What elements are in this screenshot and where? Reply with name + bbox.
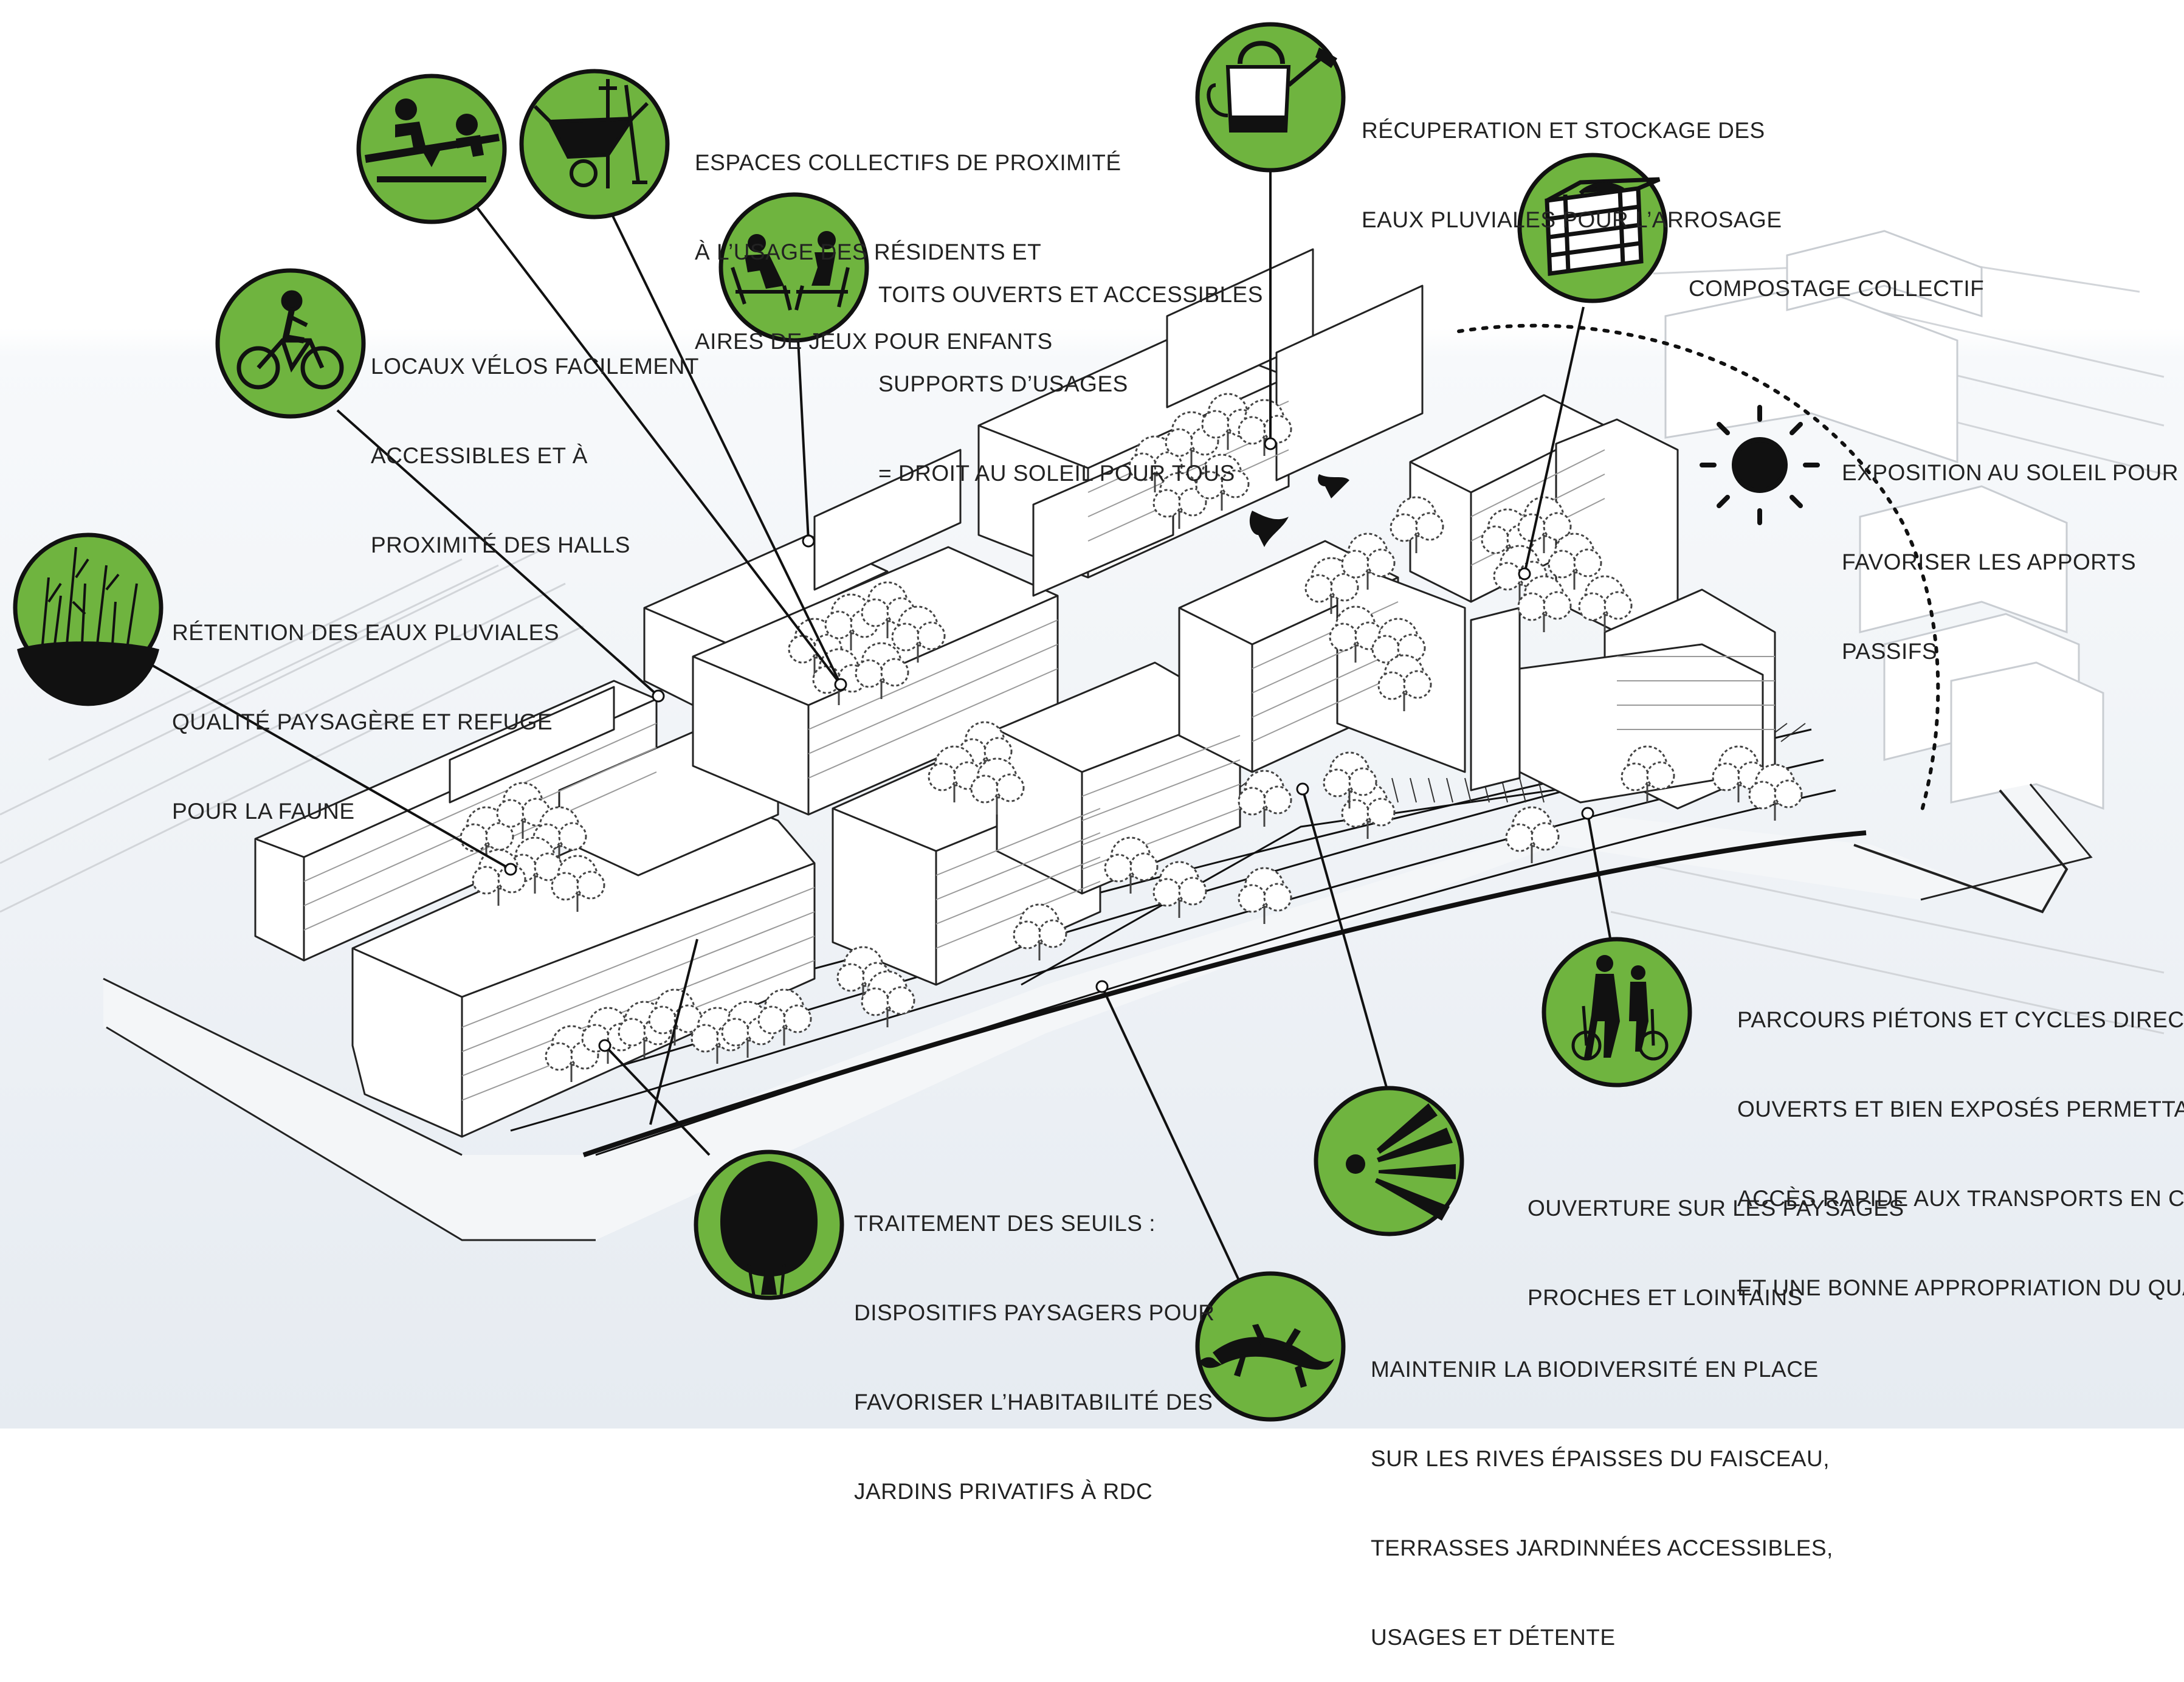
- label-line: SUPPORTS D’USAGES: [878, 371, 1128, 396]
- label-line: MAINTENIR LA BIODIVERSITÉ EN PLACE: [1371, 1357, 1819, 1382]
- buildings: [254, 248, 1776, 1138]
- label-line: AIRES DE JEUX POUR ENFANTS: [695, 329, 1053, 354]
- label-line: = DROIT AU SOLEIL POUR TOUS: [878, 461, 1235, 486]
- label-line: JARDINS PRIVATIFS À RDC: [854, 1479, 1153, 1504]
- label-line: USAGES ET DÉTENTE: [1371, 1625, 1616, 1650]
- label-line: DISPOSITIFS PAYSAGERS POUR: [854, 1300, 1215, 1325]
- tree-icon: [720, 1161, 818, 1295]
- label-line: FAVORISER LES APPORTS: [1842, 550, 2137, 574]
- lizard-icon: [1201, 1324, 1334, 1388]
- wheelbarrow-garden-tools-icon: [533, 79, 649, 188]
- label-line: RÉCUPERATION ET STOCKAGE DES: [1362, 118, 1765, 143]
- label-exposition-soleil: EXPOSITION AU SOLEIL POUR FAVORISER LES …: [1842, 398, 2179, 696]
- view-rays-icon: [1346, 1103, 1456, 1221]
- label-line: À L’USAGE DES RÉSIDENTS ET: [695, 240, 1042, 264]
- label-line: PROXIMITÉ DES HALLS: [371, 533, 630, 557]
- label-line: FAVORISER L’HABITABILITÉ DES: [854, 1390, 1213, 1415]
- label-retention-eaux: RÉTENTION DES EAUX PLUVIALES QUALITÉ PAY…: [172, 558, 559, 856]
- leader-endpoints: [504, 437, 1594, 1052]
- label-espaces-collectifs: ESPACES COLLECTIFS DE PROXIMITÉ À L’USAG…: [695, 88, 1121, 386]
- leader-lines: [136, 170, 1613, 1283]
- label-line: RÉTENTION DES EAUX PLUVIALES: [172, 620, 560, 645]
- label-recuperation-eaux: RÉCUPERATION ET STOCKAGE DES EAUX PLUVIA…: [1362, 56, 1782, 264]
- rooftop-lounge-chairs-icon: [731, 231, 850, 311]
- label-line: EAUX PLUVIALES POUR L’ARROSAGE: [1362, 207, 1782, 232]
- background-buildings: [1664, 230, 2104, 810]
- ground-plate: [103, 784, 2093, 1241]
- label-traitement-seuils: TRAITEMENT DES SEUILS : DISPOSITIFS PAYS…: [854, 1149, 1214, 1536]
- seesaw-children-icon: [365, 98, 500, 182]
- label-line: PASSIFS: [1842, 639, 1938, 664]
- compost-bin-icon: [1545, 177, 1661, 276]
- label-parcours-pietons: PARCOURS PIÉTONS ET CYCLES DIRECTS, OUVE…: [1737, 945, 2184, 1332]
- pedestrians-bicycles-icon: [1571, 955, 1669, 1061]
- label-line: ACCESSIBLES ET À: [371, 443, 588, 468]
- label-line: PARCOURS PIÉTONS ET CYCLES DIRECTS,: [1737, 1007, 2184, 1032]
- label-line: ET UNE BONNE APPROPRIATION DU QUARTIER: [1737, 1275, 2184, 1300]
- label-line: ESPACES COLLECTIFS DE PROXIMITÉ: [695, 150, 1121, 175]
- label-line: PROCHES ET LOINTAINS: [1528, 1285, 1803, 1310]
- label-line: TRAITEMENT DES SEUILS :: [854, 1211, 1156, 1236]
- birds-icon: [1249, 474, 1349, 547]
- urban-design-diagram: [0, 0, 2184, 1429]
- label-line: OUVERTURE SUR LES PAYSAGES: [1528, 1196, 1904, 1221]
- label-ouverture-paysages: OUVERTURE SUR LES PAYSAGES PROCHES ET LO…: [1528, 1134, 1904, 1342]
- label-compostage: COMPOSTAGE COLLECTIF: [1689, 214, 1984, 333]
- label-line: POUR LA FAUNE: [172, 799, 355, 824]
- label-toits-ouverts: TOITS OUVERTS ET ACCESSIBLES SUPPORTS D’…: [878, 220, 1263, 518]
- sun-icon: [1700, 405, 1820, 525]
- label-line: TOITS OUVERTS ET ACCESSIBLES: [878, 282, 1263, 307]
- label-locaux-velos: LOCAUX VÉLOS FACILEMENT ACCESSIBLES ET À…: [371, 292, 699, 590]
- wetland-grass-icon: [17, 546, 159, 706]
- label-line: TERRASSES JARDINNÉES ACCESSIBLES,: [1371, 1536, 1833, 1560]
- label-biodiversite: MAINTENIR LA BIODIVERSITÉ EN PLACE SUR L…: [1371, 1295, 1833, 1682]
- label-line: OUVERTS ET BIEN EXPOSÉS PERMETTANT UN: [1737, 1097, 2184, 1122]
- cyclist-icon: [236, 290, 344, 390]
- label-line: LOCAUX VÉLOS FACILEMENT: [371, 354, 699, 379]
- label-line: ACCÈS RAPIDE AUX TRANSPORTS EN COMMUN: [1737, 1186, 2184, 1211]
- watering-can-icon: [1207, 41, 1337, 133]
- label-line: QUALITÉ PAYSAGÈRE ET REFUGE: [172, 709, 553, 734]
- sun-path-arc: [1457, 323, 1940, 816]
- label-line: EXPOSITION AU SOLEIL POUR: [1842, 460, 2179, 485]
- label-line: COMPOSTAGE COLLECTIF: [1689, 276, 1985, 301]
- label-line: SUR LES RIVES ÉPAISSES DU FAISCEAU,: [1371, 1446, 1830, 1471]
